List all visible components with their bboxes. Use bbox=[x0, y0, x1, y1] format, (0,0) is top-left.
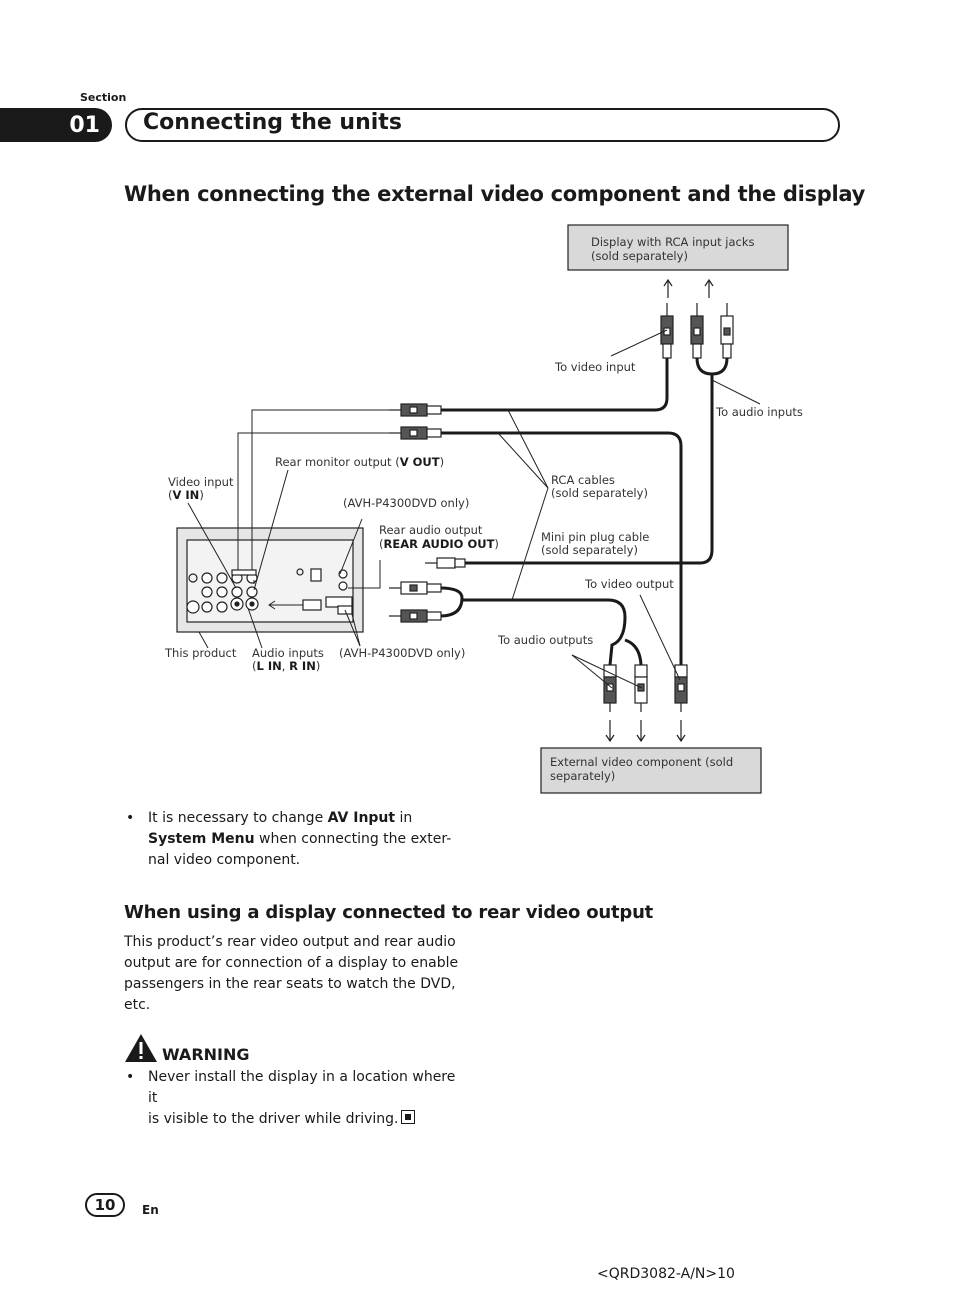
rca-plug-video-bottom bbox=[674, 664, 688, 712]
end-mark-icon bbox=[401, 1110, 416, 1124]
rca-plug-audio-l-top bbox=[690, 303, 704, 359]
section-label: Section bbox=[80, 91, 127, 104]
rca-plug-video-top bbox=[660, 303, 674, 359]
label-mini-pin-2: (sold separately) bbox=[541, 543, 638, 557]
section-title-frame bbox=[125, 108, 840, 142]
head-unit-rear-panel bbox=[176, 527, 364, 633]
page-heading: When connecting the external video compo… bbox=[124, 182, 866, 206]
rca-plug-video-left2 bbox=[389, 426, 442, 440]
display-box-line1: Display with RCA input jacks bbox=[591, 235, 755, 249]
language-label: En bbox=[142, 1203, 159, 1217]
label-rear-monitor-output: Rear monitor output (V OUT) bbox=[275, 455, 444, 469]
warning-icon bbox=[125, 1034, 157, 1062]
label-to-audio-inputs: To audio inputs bbox=[715, 405, 803, 419]
body-paragraph: This product’s rear video output and rea… bbox=[124, 934, 459, 1013]
arrow-up-icon bbox=[663, 278, 714, 298]
label-audio-inputs: Audio inputs bbox=[252, 646, 324, 660]
arrow-down-icon bbox=[605, 720, 686, 743]
label-v-in: (V IN) bbox=[168, 488, 204, 502]
ext-box-line2: separately) bbox=[550, 769, 615, 783]
display-box-line2: (sold separately) bbox=[591, 249, 688, 263]
rca-plug-audio-r-top bbox=[720, 303, 734, 359]
label-this-product: This product bbox=[164, 646, 237, 660]
label-to-video-output: To video output bbox=[584, 577, 674, 591]
label-to-video-input: To video input bbox=[554, 360, 636, 374]
cables bbox=[439, 357, 729, 666]
label-avh-only-2: (AVH-P4300DVD only) bbox=[339, 646, 465, 660]
external-video-box bbox=[540, 747, 762, 794]
display-box bbox=[567, 224, 789, 271]
label-rear-audio-output: Rear audio output bbox=[379, 523, 483, 537]
label-to-audio-outputs: To audio outputs bbox=[497, 633, 593, 647]
label-video-input: Video input bbox=[168, 475, 234, 489]
warning-bullet: • Never install the display in a locatio… bbox=[126, 1069, 456, 1127]
wiring-diagram: Display with RCA input jacks (sold separ… bbox=[164, 224, 803, 794]
section-number: 01 bbox=[0, 108, 112, 142]
label-l-in-r-in: (L IN, R IN) bbox=[252, 659, 320, 673]
rca-plug-audio-left2 bbox=[389, 609, 442, 623]
ext-box-line1: External video component (sold bbox=[550, 755, 733, 769]
rca-plug-video-left1 bbox=[389, 403, 442, 417]
label-mini-pin-1: Mini pin plug cable bbox=[541, 530, 649, 544]
warning-title: WARNING bbox=[162, 1045, 250, 1064]
rca-plug-audio-bottom1 bbox=[603, 664, 617, 712]
label-avh-only-1: (AVH-P4300DVD only) bbox=[343, 496, 469, 510]
page-number: 10 bbox=[85, 1193, 125, 1217]
leader-lines bbox=[187, 329, 761, 689]
rca-plug-audio-left1 bbox=[389, 581, 442, 595]
mini-pin-plug bbox=[425, 557, 466, 569]
label-rear-audio-out: (REAR AUDIO OUT) bbox=[379, 537, 499, 551]
label-rca-cables-1: RCA cables bbox=[551, 473, 615, 487]
subheading: When using a display connected to rear v… bbox=[124, 902, 654, 923]
label-rca-cables-2: (sold separately) bbox=[551, 486, 648, 500]
document-reference: <QRD3082-A/N>10 bbox=[597, 1266, 735, 1282]
section-title: Connecting the units bbox=[143, 110, 402, 135]
rca-plug-audio-bottom2 bbox=[634, 664, 648, 712]
